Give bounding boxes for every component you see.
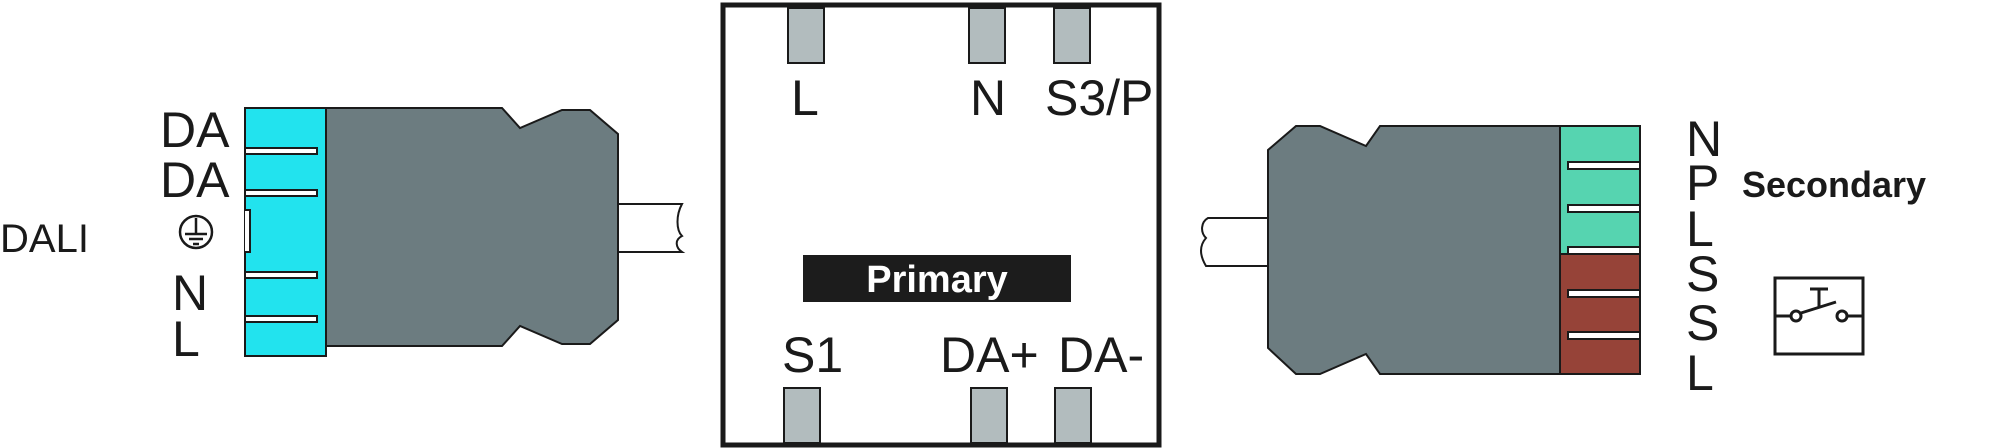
right-pin-label-s2: S (1686, 295, 1719, 351)
left-pin-label-da2: DA (160, 152, 230, 208)
terminal-label-s3p: S3/P (1045, 70, 1153, 126)
right-pin-label-p: P (1686, 155, 1719, 211)
earth-ground-icon (178, 214, 214, 250)
right-connector-body (1267, 125, 1561, 375)
primary-module: L N S3/P Primary S1 DA+ DA- (720, 2, 1162, 448)
left-pin-slot (244, 315, 318, 323)
terminal-label-n: N (970, 70, 1006, 126)
dali-label: DALI (0, 217, 89, 261)
right-pin-slot (1567, 204, 1641, 213)
right-pin-label-s1: S (1686, 246, 1719, 302)
secondary-label: Secondary (1742, 164, 1926, 205)
terminal-bottom-da-minus (1054, 387, 1092, 444)
push-switch-icon (1773, 276, 1865, 356)
terminal-top-l (787, 7, 825, 64)
right-pin-label-n: N (1686, 111, 1722, 167)
terminal-bottom-da-plus (970, 387, 1008, 444)
right-pin-slot (1567, 331, 1641, 340)
left-connector: DA DA N L DALI (0, 102, 686, 367)
left-pin-label-n: N (172, 265, 208, 321)
terminal-bottom-s1 (783, 387, 821, 444)
right-pin-label-l1: L (1686, 201, 1714, 257)
left-pin-label-da1: DA (160, 102, 230, 158)
terminal-label-da-minus: DA- (1058, 327, 1144, 383)
left-pin-slot (244, 189, 318, 197)
left-pin-slot (244, 147, 318, 155)
left-pin-label-l: L (172, 311, 200, 367)
terminal-top-n (968, 7, 1006, 64)
right-cable (1200, 217, 1268, 267)
right-terminal-block-green (1559, 125, 1641, 255)
primary-label: Primary (866, 259, 1008, 301)
left-connector-body (325, 107, 619, 347)
right-pin-slot (1567, 289, 1641, 298)
right-connector: N P L S S L Secondary (1200, 111, 1926, 401)
primary-label-bar (803, 255, 1071, 302)
right-pin-label-l2: L (1686, 345, 1714, 401)
right-terminal-block-red (1559, 253, 1641, 375)
terminal-label-l: L (791, 70, 819, 126)
left-cable (618, 203, 686, 253)
left-pin-slot (244, 271, 318, 279)
terminal-label-da-plus: DA+ (940, 327, 1039, 383)
right-pin-slot (1567, 246, 1641, 255)
terminal-top-s3p (1053, 7, 1091, 64)
right-pin-slot (1567, 161, 1641, 170)
left-terminal-block (244, 107, 327, 357)
terminal-label-s1: S1 (782, 327, 843, 383)
